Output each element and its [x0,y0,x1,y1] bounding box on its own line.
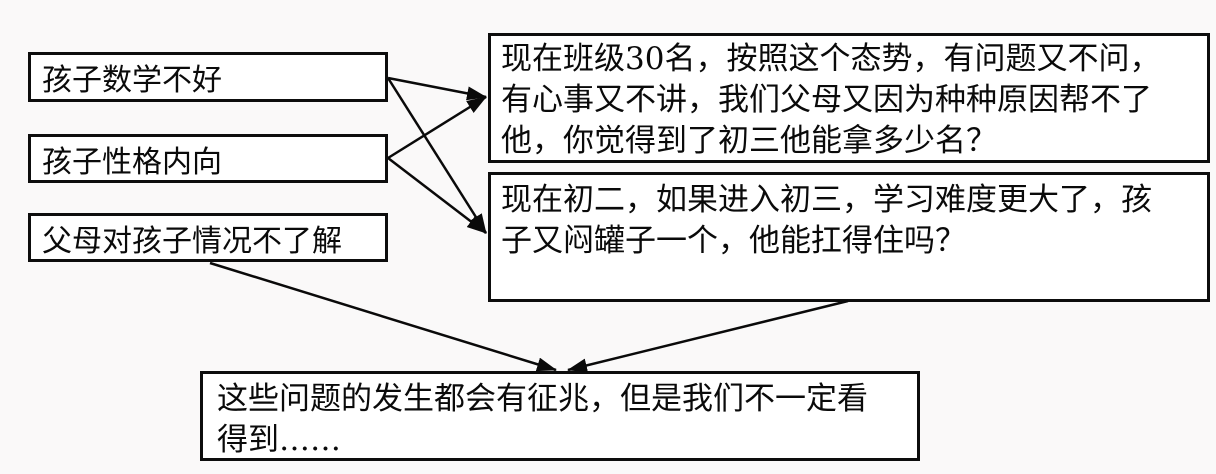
question-box-grade9-pressure-line-1: 现在初二，如果进入初三，学习难度更大了，孩 [501,182,1152,218]
cause-box-math-poor-label: 孩子数学不好 [42,63,222,98]
arrow-cause2-to-question2 [387,157,487,234]
arrow-question2-to-conclusion [567,299,849,373]
arrow-cause2-to-question1 [387,95,487,160]
question-box-grade9-pressure-line-2: 子又闷罐子一个，他能扛得住吗？ [501,223,966,259]
cause-box-introverted-label: 孩子性格内向 [42,144,222,180]
arrow-cause1-to-question1 [387,76,487,101]
question-box-class-rank-line-2: 有心事又不讲，我们父母又因为种种原因帮不了 [501,82,1152,118]
cause-box-parents-unaware-label: 父母对孩子情况不了解 [42,223,342,259]
cause-box-introverted: 孩子性格内向 [28,134,388,183]
conclusion-box-warning-signs: 这些问题的发生都会有征兆，但是我们不一定看 得到…… [200,371,920,461]
conclusion-box-warning-signs-line-2: 得到…… [217,422,341,458]
conclusion-box-warning-signs-line-1: 这些问题的发生都会有征兆，但是我们不一定看 [217,381,868,417]
question-box-grade9-pressure: 现在初二，如果进入初三，学习难度更大了，孩 子又闷罐子一个，他能扛得住吗？ [488,172,1210,302]
arrow-cause1-to-question2 [386,77,488,234]
question-box-class-rank: 现在班级30名，按照这个态势，有问题又不问， 有心事又不讲，我们父母又因为种种原… [488,33,1210,163]
question-box-class-rank-line-1: 现在班级30名，按照这个态势，有问题又不问， [501,41,1161,77]
question-box-class-rank-line-3: 他，你觉得到了初三他能拿多少名？ [501,123,997,159]
cause-box-parents-unaware: 父母对孩子情况不了解 [28,213,388,262]
cause-box-math-poor: 孩子数学不好 [28,52,388,102]
